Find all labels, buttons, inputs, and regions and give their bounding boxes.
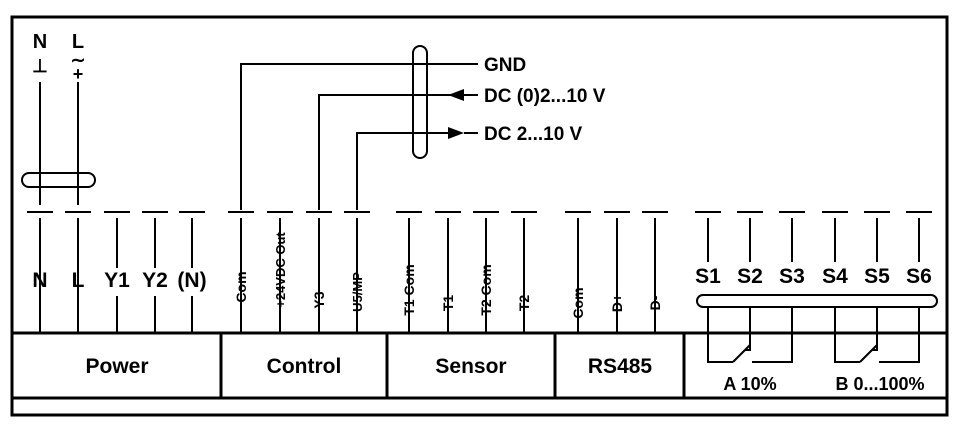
supply-cable-bundle xyxy=(21,172,96,188)
switch-cable-bundle xyxy=(696,294,938,308)
switch-a-left-wire xyxy=(707,307,733,363)
terminal-s4: S4 xyxy=(822,265,848,288)
gnd-label: GND xyxy=(484,55,526,76)
switch-b-middle-wire xyxy=(872,307,878,351)
dc010-label: DC (0)2...10 V xyxy=(484,86,606,107)
switch-a-contact xyxy=(732,344,751,363)
switch-a-middle-wire xyxy=(745,307,751,351)
terminal-s5: S5 xyxy=(864,265,890,288)
terminal-24vdc-out: +24VDC Out xyxy=(273,232,288,308)
terminal-t1com: T1 Com xyxy=(401,264,417,315)
terminal-y3: Y3 xyxy=(311,291,327,308)
terminal-l: L xyxy=(72,269,85,292)
terminal-d-minus: D- xyxy=(647,295,663,310)
supply-n-label: N xyxy=(33,31,47,53)
gnd-wire xyxy=(240,63,478,210)
terminal-y2: Y2 xyxy=(142,269,168,292)
supply-l-label: L xyxy=(72,31,84,53)
supply-l-plus: + xyxy=(73,64,84,84)
outer-frame xyxy=(10,15,949,417)
switch-b-label: B 0...100% xyxy=(835,374,924,394)
section-control: Control xyxy=(267,355,342,378)
terminal-y1: Y1 xyxy=(104,269,130,292)
supply-l-symbol: ∼ xyxy=(70,50,85,70)
dc210-label: DC 2...10 V xyxy=(484,124,583,145)
terminal-n2: (N) xyxy=(177,269,206,292)
supply-n-symbol: ⊥ xyxy=(32,56,48,76)
terminal-d-plus: D+ xyxy=(609,294,625,312)
terminal-u5mp: U5/MP xyxy=(350,272,365,312)
terminal-t2: T2 xyxy=(516,295,532,312)
switch-a-right-wire xyxy=(752,307,793,363)
switch-a-label: A 10% xyxy=(723,374,776,394)
switch-b-contact xyxy=(859,344,878,363)
terminal-s1: S1 xyxy=(695,265,721,288)
terminal-s2: S2 xyxy=(737,265,763,288)
terminal-t1: T1 xyxy=(440,295,456,312)
terminal-control-com: Com xyxy=(233,271,249,302)
terminal-row xyxy=(27,211,932,332)
terminal-t2com: T2 Com xyxy=(478,264,494,315)
dc010-wire xyxy=(318,94,460,210)
section-rs485: RS485 xyxy=(588,355,653,378)
terminal-rs485-com: Com xyxy=(570,287,586,318)
section-power: Power xyxy=(85,355,148,378)
signal-cable-bundle xyxy=(412,45,428,159)
dc210-wire xyxy=(356,132,448,210)
section-sensor: Sensor xyxy=(435,355,506,378)
switch-b-left-wire xyxy=(834,307,860,363)
terminal-s3: S3 xyxy=(779,265,805,288)
dc010-arrow xyxy=(448,89,464,101)
switch-b-right-wire xyxy=(879,307,920,363)
dc210-arrow xyxy=(448,127,464,139)
terminal-n: N xyxy=(32,269,47,292)
terminal-s6: S6 xyxy=(906,265,932,288)
